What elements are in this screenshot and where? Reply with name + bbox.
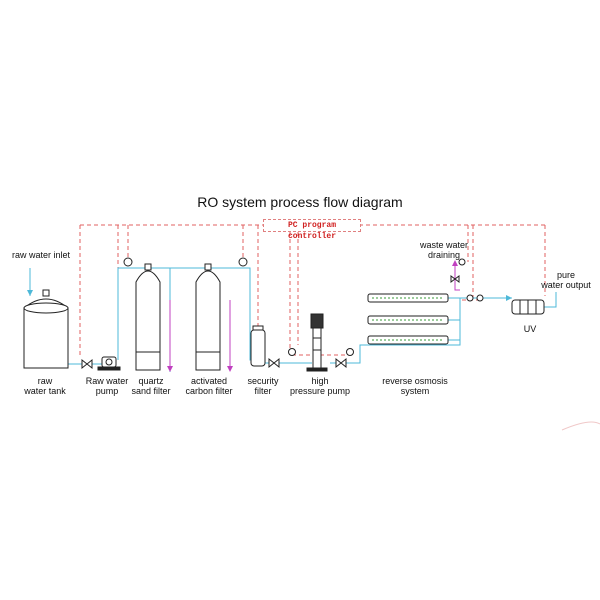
label-raw-water-pump-line1: Raw water bbox=[85, 376, 129, 386]
label-high-pressure-pump: high pressure pump bbox=[290, 376, 350, 396]
pc-program-controller: PC program controller bbox=[263, 219, 361, 241]
label-waste-line2: draining bbox=[427, 250, 461, 260]
pressure-gauges bbox=[123, 257, 484, 356]
label-raw-water-tank-line1: raw bbox=[37, 376, 53, 386]
label-quartz-sand-filter: quartz sand filter bbox=[126, 376, 176, 396]
water-lines bbox=[29, 267, 557, 372]
label-security-line1: security bbox=[247, 376, 279, 386]
label-security-filter: security filter bbox=[238, 376, 288, 396]
drain-lines bbox=[169, 262, 460, 370]
uv-to-output bbox=[544, 292, 557, 308]
label-pure-line2: water output bbox=[541, 280, 591, 290]
label-raw-water-pump: Raw water pump bbox=[82, 376, 132, 396]
ro-membranes bbox=[367, 293, 449, 345]
label-raw-water-pump-line2: pump bbox=[95, 386, 119, 396]
uv-sterilizer bbox=[511, 299, 545, 315]
label-ro-line1: reverse osmosis bbox=[382, 376, 448, 386]
diagram-title: RO system process flow diagram bbox=[197, 194, 403, 210]
label-activated-carbon-filter: activated carbon filter bbox=[184, 376, 234, 396]
raw-water-tank bbox=[23, 289, 69, 369]
label-quartz-line1: quartz bbox=[138, 376, 164, 386]
label-hpp-line1: high bbox=[311, 376, 329, 386]
label-pure-line1: pure bbox=[556, 270, 575, 280]
label-pure-water-output: pure water output bbox=[536, 270, 596, 290]
label-carbon-line2: carbon filter bbox=[185, 386, 233, 396]
label-waste-line1: waste water bbox=[419, 240, 469, 250]
flow-arrows bbox=[27, 290, 512, 301]
raw-water-pump bbox=[97, 356, 121, 371]
label-uv: UV bbox=[523, 324, 537, 334]
label-raw-water-inlet: raw water inlet bbox=[12, 250, 71, 260]
label-raw-water-tank: raw water tank bbox=[20, 376, 70, 396]
quartz-sand-filter bbox=[135, 263, 161, 371]
activated-carbon-filter bbox=[195, 263, 221, 371]
ro-membrane-texture bbox=[372, 297, 444, 341]
label-carbon-line1: activated bbox=[190, 376, 228, 386]
watermark-arc bbox=[561, 421, 600, 431]
label-ro-line2: system bbox=[400, 386, 430, 396]
label-raw-water-tank-line2: water tank bbox=[24, 386, 66, 396]
high-pressure-pump bbox=[306, 313, 328, 372]
waste-drain bbox=[454, 262, 460, 291]
label-hpp-line2: pressure pump bbox=[290, 386, 351, 396]
label-waste-water-draining: waste water draining bbox=[414, 240, 474, 260]
drain-arrows bbox=[167, 260, 458, 372]
security-filter bbox=[250, 325, 266, 367]
label-security-line2: filter bbox=[254, 386, 272, 396]
valves bbox=[81, 275, 460, 370]
label-quartz-line2: sand filter bbox=[131, 386, 171, 396]
label-reverse-osmosis-system: reverse osmosis system bbox=[380, 376, 450, 396]
hpp-to-ro bbox=[330, 298, 461, 364]
